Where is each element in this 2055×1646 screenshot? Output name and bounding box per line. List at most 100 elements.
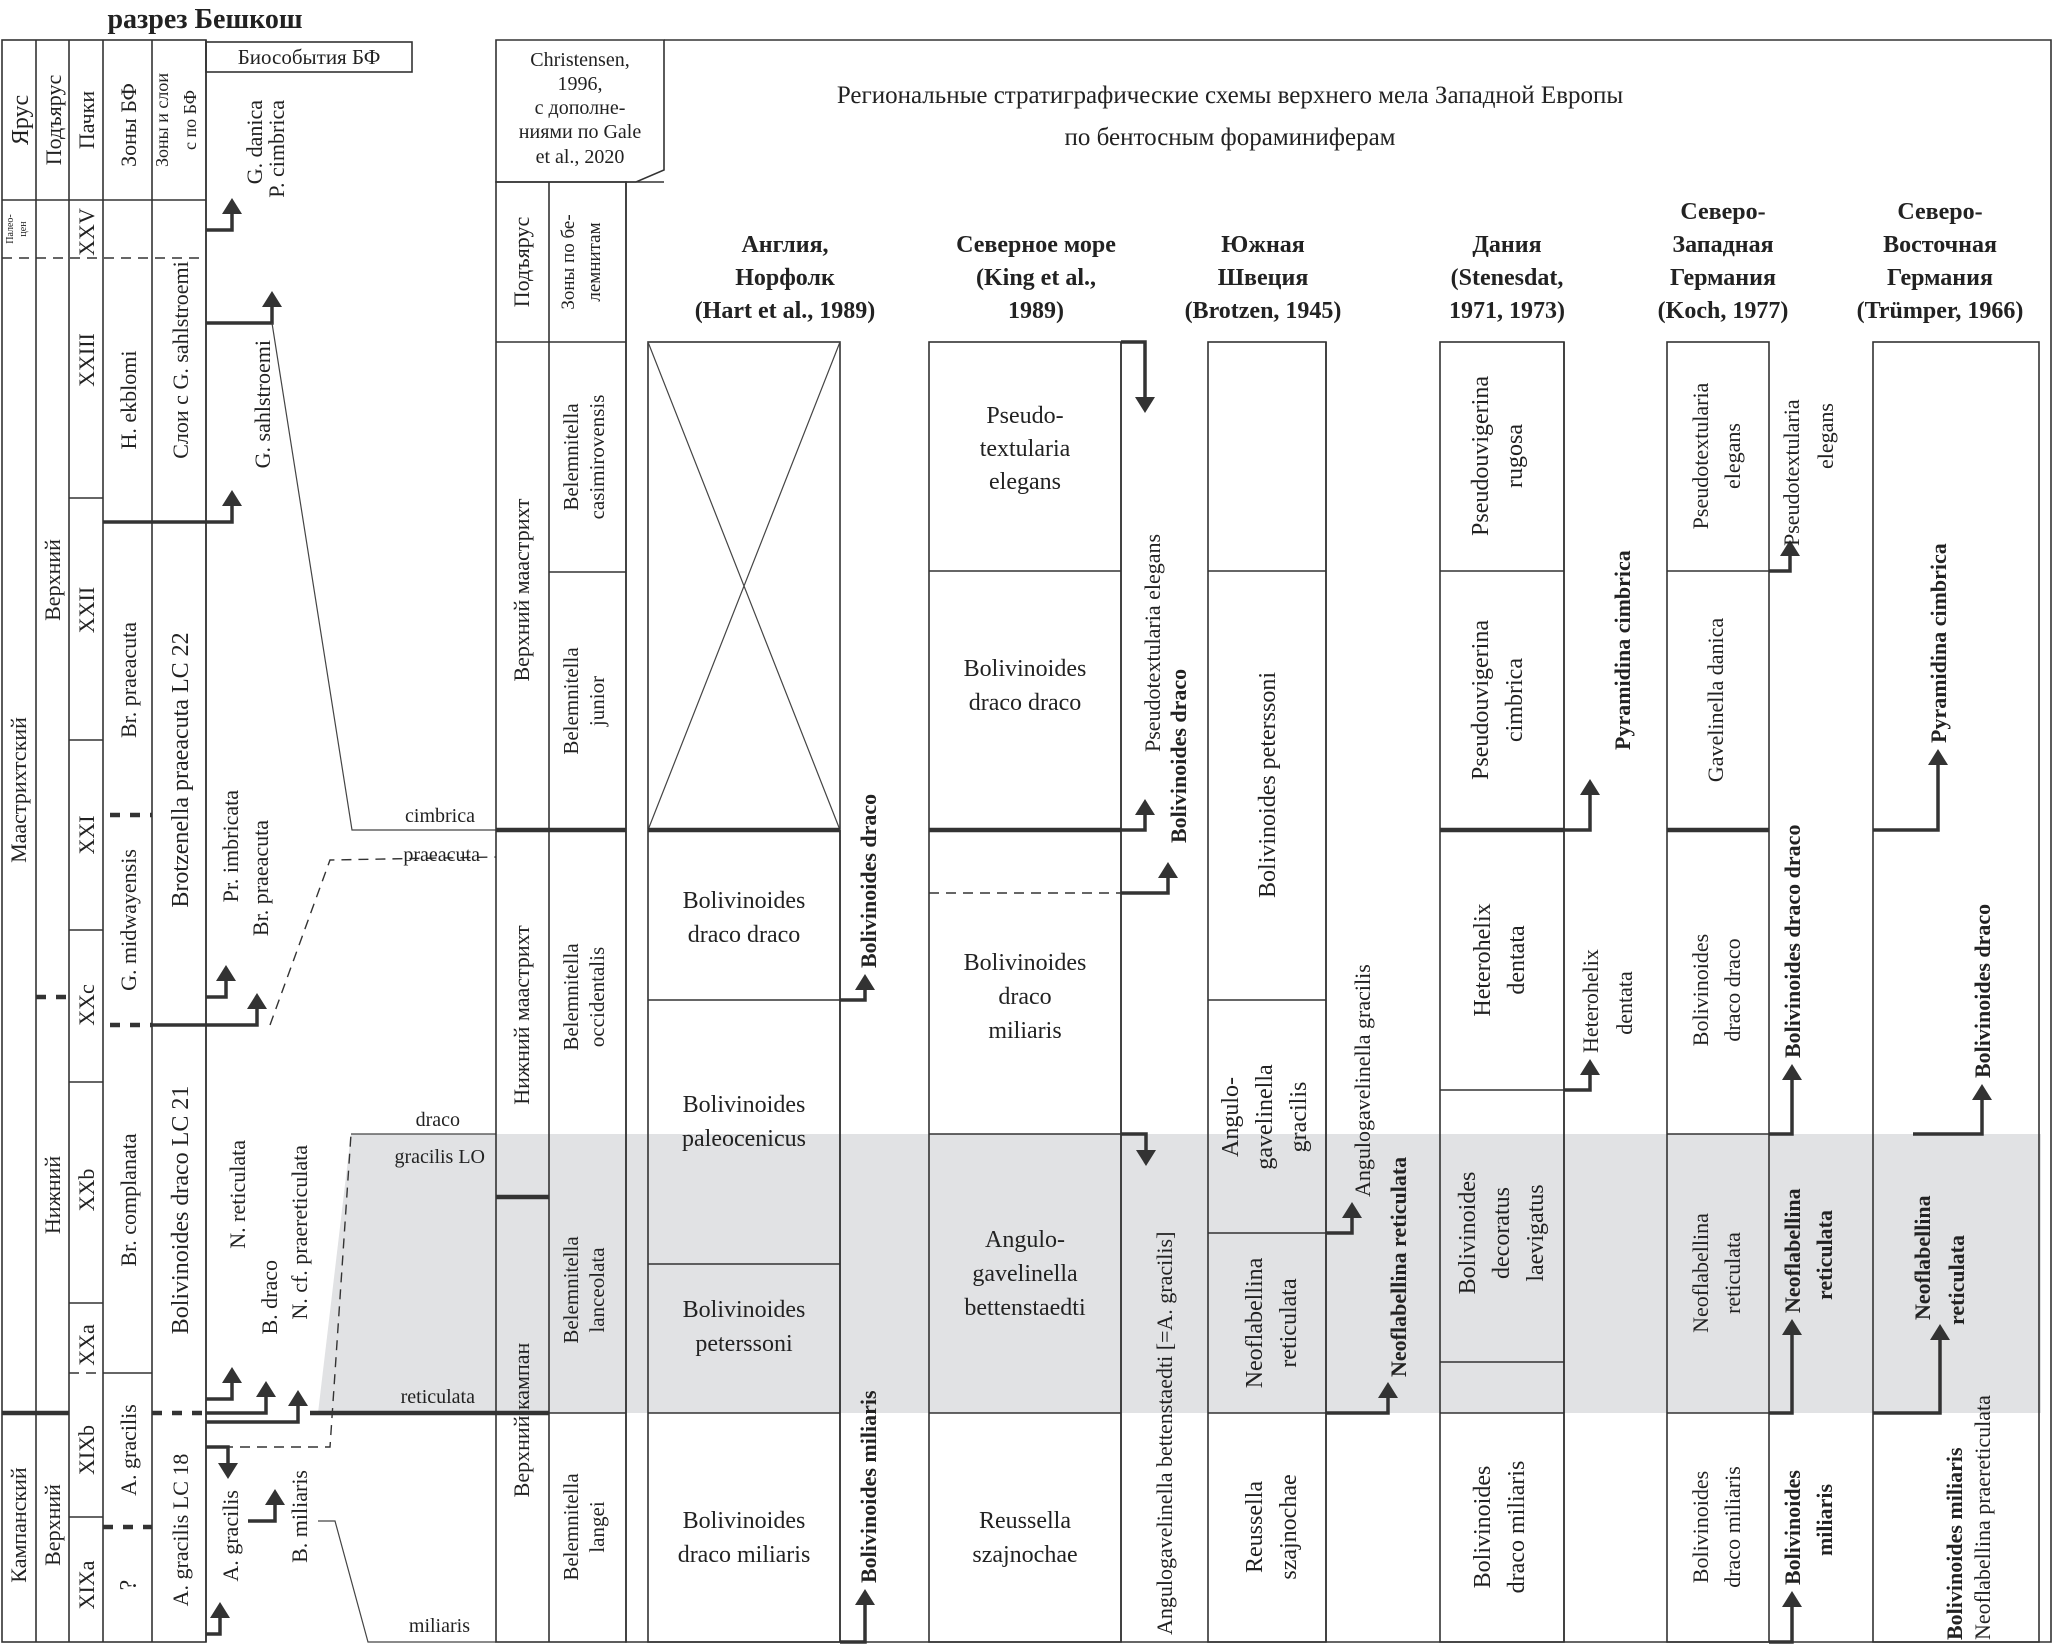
christensen-zone: Belemnitella xyxy=(559,943,583,1051)
zone-label: laevigatus xyxy=(1523,1184,1549,1281)
zone-label: gavelinella xyxy=(1252,1064,1278,1170)
zone-label: gavelinella xyxy=(972,1261,1078,1287)
section-headers: Ярус Подъярус Пачки Зоны БФ Зоны и слои … xyxy=(8,41,413,167)
correlation-label-praeacuta: praeacuta xyxy=(403,844,480,866)
zone-label: Gavelinella danica xyxy=(1703,618,1728,783)
regional-title-line1: Региональные стратиграфические схемы вер… xyxy=(837,82,1624,109)
event-label: Bolivinoides draco draco xyxy=(1780,825,1805,1058)
nw-germany-column: Pseudotextularia elegans Gavelinella dan… xyxy=(1666,341,1838,1644)
zone-label: szajnochae xyxy=(972,1542,1077,1568)
christensen-title-line: Christensen, xyxy=(530,49,629,71)
bioevent-label: Br. praeacuta xyxy=(248,820,273,936)
section-bioevent-labels: G. danica P. cimbrica G. sahlstroemi Pr.… xyxy=(218,100,312,1582)
christensen-zone: occidentalis xyxy=(585,947,609,1047)
zone-label: Neoflabellina xyxy=(1688,1213,1713,1333)
bf-zone-label: G. midwayensis xyxy=(116,849,141,991)
event-label: Angulogavelinella gracilis xyxy=(1350,964,1375,1197)
event-label: Neoflabellina reticulata xyxy=(1386,1157,1411,1377)
zone-label: dentata xyxy=(1504,925,1530,995)
christensen-zone: casimirovensis xyxy=(585,395,609,520)
bioevent-label: Pr. imbricata xyxy=(218,790,243,903)
denmark-column: Pseudouvigerina rugosa Pseudouvigerina c… xyxy=(1439,341,1637,1643)
christensen-zone: junior xyxy=(585,676,609,727)
zone-label: Angulo- xyxy=(1218,1077,1244,1157)
substage-lower-maastrichtian: Нижний xyxy=(40,1156,65,1234)
stage-labels: Палео- цен Маастрихтский Кампанский Верх… xyxy=(5,214,65,1582)
region-england-heading: (Hart et al., 1989) xyxy=(695,298,876,324)
bf-zone-label: A. gracilis xyxy=(116,1404,141,1496)
christensen-header-zones-1: Зоны по бе- xyxy=(558,214,579,309)
event-label: Neoflabellina xyxy=(1910,1195,1935,1320)
zone-label: draco miliaris xyxy=(678,1542,811,1568)
event-label: Heterohelix xyxy=(1578,949,1603,1053)
bioevent-label: B. miliaris xyxy=(287,1470,312,1563)
bioevent-label: N. reticulata xyxy=(225,1140,250,1249)
zone-label: cimbrica xyxy=(1502,658,1528,742)
section-bioevent-arrows xyxy=(103,198,308,1636)
zone-label: Bolivinoides xyxy=(1470,1466,1496,1589)
header-bf-zones: Зоны БФ xyxy=(116,83,141,167)
zone-label: draco miliaris xyxy=(1504,1461,1530,1594)
bioevent-label: A. gracilis xyxy=(218,1490,243,1582)
correlation-lines xyxy=(206,322,497,1643)
event-label: reticulata xyxy=(1944,1235,1969,1325)
christensen-title-line: et al., 2020 xyxy=(536,146,625,168)
stage-maastrichtian: Маастрихтский xyxy=(6,717,31,863)
bf-zone-label: ? xyxy=(116,1580,142,1591)
substage-upper-maastrichtian: Верхний xyxy=(40,539,65,621)
region-south-sweden-heading: (Brotzen, 1945) xyxy=(1185,298,1342,324)
zone-label: Bolivinoides xyxy=(683,1092,806,1118)
pack-label: XXb xyxy=(74,1169,99,1212)
event-label: Bolivinoides xyxy=(1780,1470,1805,1585)
bioevent-label: G. danica xyxy=(242,100,267,185)
zone-label: reticulata xyxy=(1276,1278,1302,1368)
bf-zone-label: Br. complanata xyxy=(116,1133,141,1266)
christensen-zone: Belemnitella xyxy=(559,1236,583,1344)
zone-label: draco draco xyxy=(1720,938,1745,1041)
pack-label: XXIII xyxy=(74,333,99,387)
zone-label: decoratus xyxy=(1489,1187,1515,1279)
correlation-label-draco: draco xyxy=(416,1109,460,1131)
zone-label: Angulo- xyxy=(985,1227,1065,1253)
stage-campanian: Кампанский xyxy=(6,1467,31,1583)
pack-label: XIXa xyxy=(74,1560,99,1609)
zone-label: Bolivinoides xyxy=(1688,1471,1713,1583)
header-zones-layers-1: Зоны и слои xyxy=(152,73,172,167)
bioevent-label: G. sahlstroemi xyxy=(250,340,275,468)
region-north-sea-heading: Северное море xyxy=(956,232,1116,258)
region-nw-germany-heading: Западная xyxy=(1672,232,1773,258)
header-stage: Ярус xyxy=(8,95,34,145)
event-label: Bolivinoides draco xyxy=(1166,669,1191,843)
zone-label: szajnochae xyxy=(1276,1474,1302,1579)
zone-label: draco xyxy=(998,984,1051,1010)
christensen-zone: lanceolata xyxy=(585,1247,609,1333)
stage-paleocene-2: цен xyxy=(18,221,29,237)
ne-germany-column: Pyramidina cimbrica Bolivinoides draco N… xyxy=(1872,341,2040,1643)
zone-label: Pseudo- xyxy=(986,403,1063,429)
zone-label: Pseudotextularia xyxy=(1688,382,1713,529)
event-label: miliaris xyxy=(1812,1484,1837,1557)
zone-label: Heterohelix xyxy=(1470,903,1496,1016)
zone-label: Bolivinoides peterssoni xyxy=(1255,672,1281,898)
header-zones-layers-2: с по БФ xyxy=(180,90,200,150)
zone-layer-label: Слои с G. sahlstroemi xyxy=(168,261,193,459)
zone-label: textularia xyxy=(980,436,1071,462)
shaded-interval xyxy=(318,1134,2041,1413)
correlation-label-cimbrica: cimbrica xyxy=(405,805,475,827)
region-england-heading: Англия, xyxy=(741,232,828,258)
pack-label: XXc xyxy=(74,984,99,1026)
region-nw-germany-heading: Северо- xyxy=(1680,199,1765,225)
christensen-title-line: 1996, xyxy=(558,73,603,95)
zone-label: peterssoni xyxy=(695,1331,793,1357)
header-substage: Подъярус xyxy=(41,75,66,166)
bf-zone-label: Br. praeacuta xyxy=(116,622,141,738)
pack-label: XXV xyxy=(74,208,99,256)
christensen-zone: Belemnitella xyxy=(559,1473,583,1581)
regional-title-line2: по бентосным фораминиферам xyxy=(1064,124,1395,151)
zone-label: Neoflabellina xyxy=(1242,1257,1268,1388)
zone-label: Bolivinoides xyxy=(683,1508,806,1534)
region-ne-germany-heading: (Trümper, 1966) xyxy=(1857,298,2024,324)
zone-label: draco miliaris xyxy=(1720,1466,1745,1588)
regional-block: Региональные стратиграфические схемы вер… xyxy=(625,39,2052,1643)
